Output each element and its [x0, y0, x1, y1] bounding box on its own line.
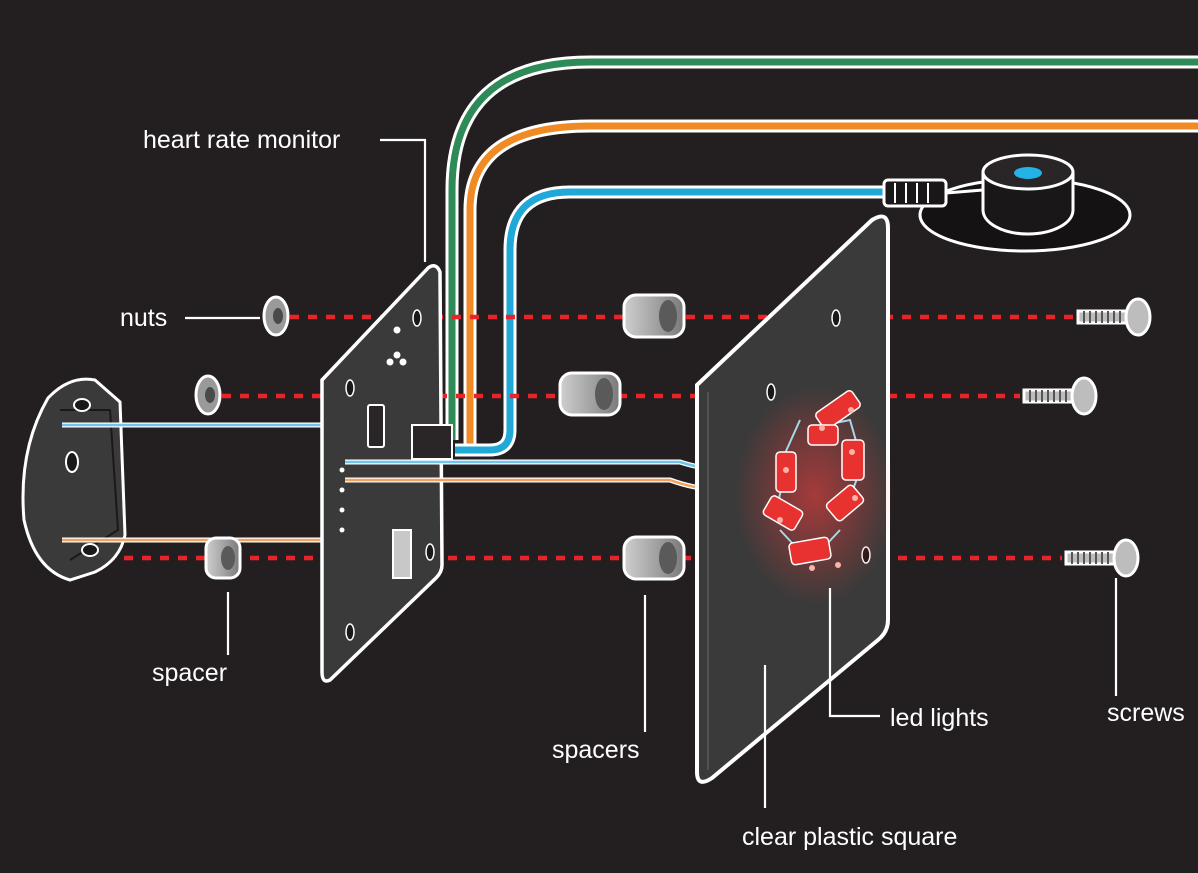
blue-wire: [455, 185, 890, 457]
sensor-connector: [882, 178, 948, 208]
assembly-lines: [70, 314, 1075, 561]
board-component: [392, 529, 412, 579]
led-lights: [735, 385, 895, 605]
labels: heart rate monitor nuts spacer spacers l…: [120, 126, 1185, 851]
label-screws: screws: [1107, 699, 1185, 727]
label-led-lights: led lights: [890, 704, 989, 732]
heart-rate-monitor-board: [320, 264, 453, 683]
label-nuts: nuts: [120, 304, 167, 332]
leader-heart-rate-monitor: [380, 138, 427, 262]
mounting-bracket: [21, 377, 127, 582]
label-spacer: spacer: [152, 659, 227, 687]
label-heart-rate-monitor: heart rate monitor: [143, 126, 340, 154]
nut-top: [262, 295, 290, 337]
label-spacers: spacers: [552, 736, 640, 764]
spacer-bottom: [622, 535, 686, 581]
screw-middle: [1022, 376, 1098, 416]
orange-wire: [463, 119, 1198, 444]
spacer-top: [622, 293, 686, 339]
wire-connector: [411, 424, 453, 460]
green-wire: [445, 55, 1198, 440]
leader-led-lights: [828, 588, 880, 718]
nut-middle: [194, 374, 222, 416]
pulse-sensor: [882, 153, 1132, 253]
screw-bottom: [1064, 538, 1140, 578]
spacer-middle: [558, 371, 622, 417]
leader-lines: [185, 138, 1118, 808]
cable-bundle: [445, 55, 1198, 457]
label-clear-plastic-square: clear plastic square: [742, 823, 957, 851]
screw-top: [1076, 297, 1152, 337]
spacer-left: [204, 536, 242, 580]
